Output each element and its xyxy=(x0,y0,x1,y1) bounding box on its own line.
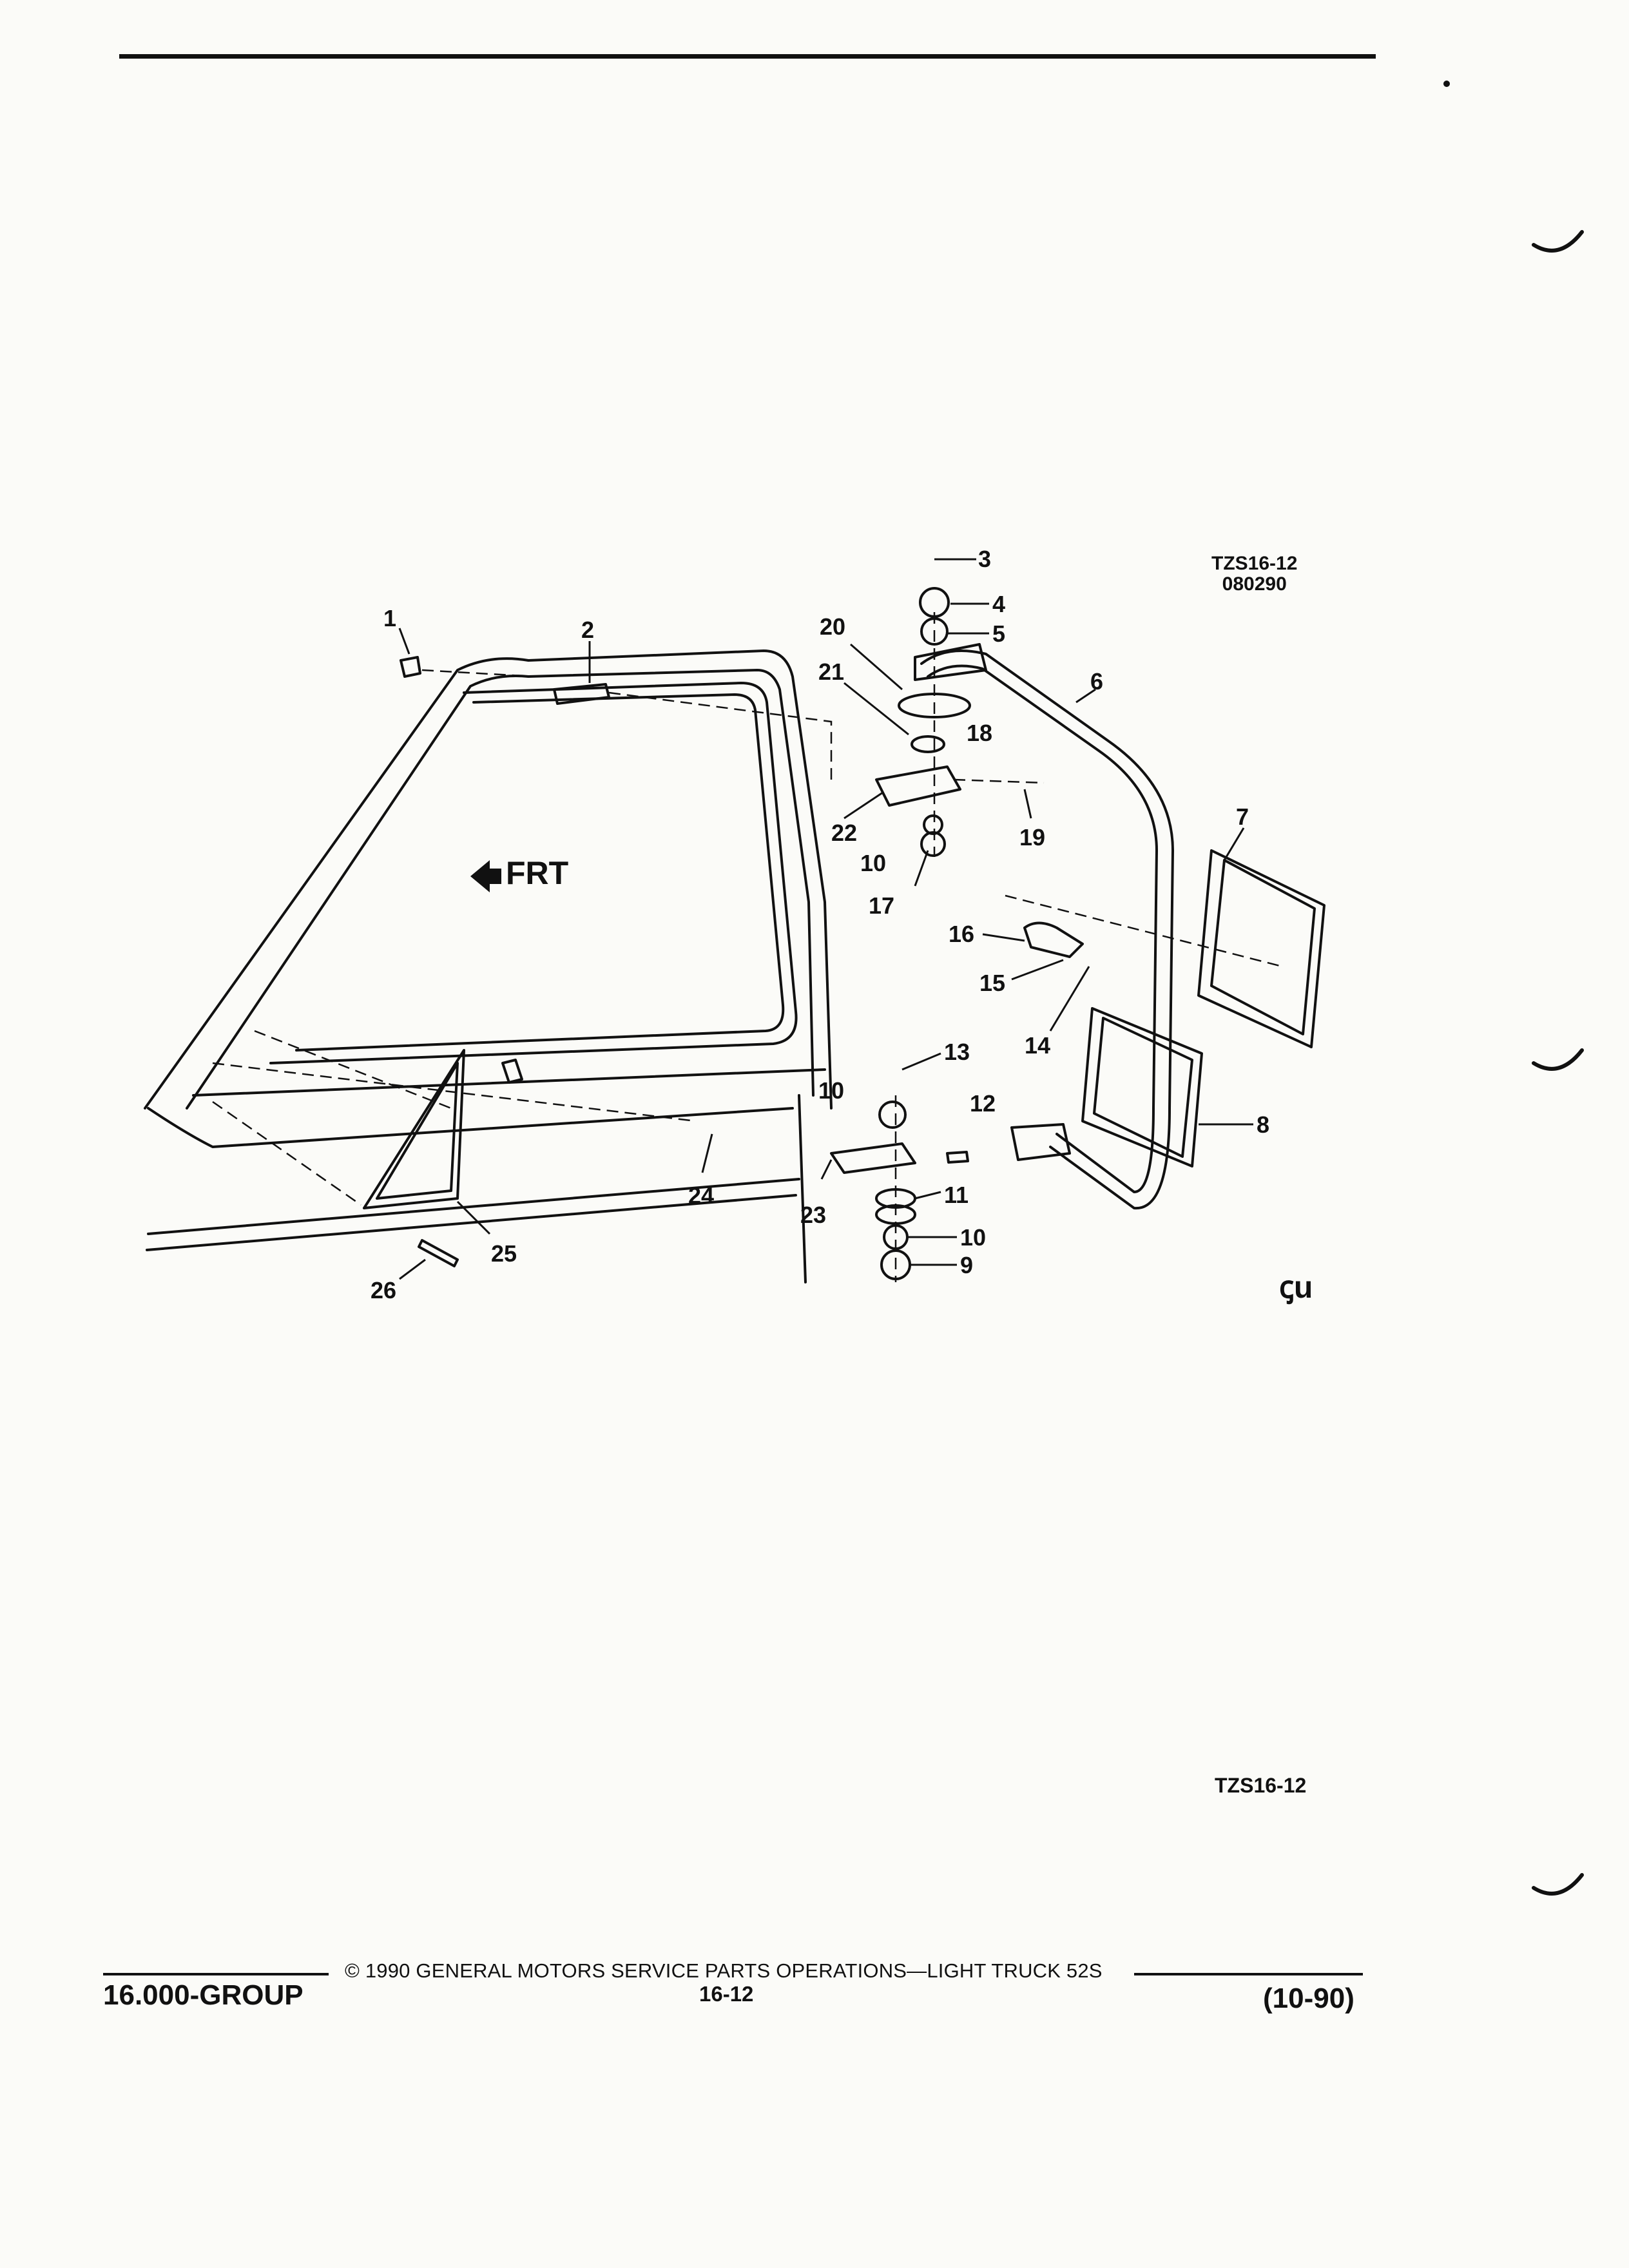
callout-line-14 xyxy=(1049,966,1090,1032)
leader-1 xyxy=(421,669,535,678)
callout-line-23 xyxy=(820,1159,833,1180)
callout-8: 8 xyxy=(1257,1111,1269,1138)
callout-line-21 xyxy=(843,682,909,736)
mirror-upper-mount xyxy=(914,643,987,681)
callout-11: 11 xyxy=(944,1182,969,1208)
leader-lower-front xyxy=(212,1062,697,1122)
vent-triangle xyxy=(363,1049,465,1209)
footer-rule-right xyxy=(1134,1973,1363,1975)
callout-13: 13 xyxy=(944,1039,970,1065)
upper-bracket xyxy=(553,683,610,705)
callout-line-15 xyxy=(1011,959,1064,981)
mirror-lower-mount xyxy=(1010,1123,1071,1161)
callout-line-22 xyxy=(843,791,883,820)
callout-line-13 xyxy=(901,1052,941,1071)
callout-5: 5 xyxy=(992,620,1005,647)
callout-15: 15 xyxy=(979,970,1005,996)
callout-25: 25 xyxy=(491,1240,517,1267)
callout-22: 22 xyxy=(831,820,857,846)
bolt-12 xyxy=(946,1151,969,1164)
window-glass-edge xyxy=(269,682,798,1064)
callout-2: 2 xyxy=(581,617,594,643)
callout-26: 26 xyxy=(371,1277,396,1303)
callout-line-1 xyxy=(398,628,410,655)
callout-18: 18 xyxy=(967,720,992,746)
callout-12: 12 xyxy=(970,1090,996,1117)
figure-id-block: TZS16-12 080290 xyxy=(1211,554,1297,594)
footer-rule-left xyxy=(103,1973,329,1975)
scan-binding-marks xyxy=(1532,230,1584,1896)
washer-10a xyxy=(923,814,943,835)
leader-16 xyxy=(1005,894,1283,968)
door-lower-line xyxy=(147,1178,800,1235)
leader-vent xyxy=(254,1030,452,1110)
callout-24: 24 xyxy=(688,1182,714,1209)
nut-17 xyxy=(920,831,946,857)
mirror-head-lower xyxy=(1081,1007,1203,1168)
footer-page-number: 16-12 xyxy=(699,1982,754,2006)
callout-10-upper: 10 xyxy=(860,850,886,876)
leader-2 xyxy=(608,691,833,780)
callout-21: 21 xyxy=(818,658,844,685)
callout-19: 19 xyxy=(1019,824,1045,850)
callout-line-11 xyxy=(914,1191,941,1200)
callout-4: 4 xyxy=(992,591,1005,617)
callout-line-25 xyxy=(456,1200,491,1235)
callout-line-26 xyxy=(399,1258,426,1280)
lower-hinge-bracket xyxy=(830,1142,916,1174)
vent-triangle-inner xyxy=(376,1062,459,1200)
footer-revision: (10-90) xyxy=(1263,1983,1354,2014)
door-bottom-line xyxy=(146,1194,797,1251)
frt-arrow-icon xyxy=(470,860,501,892)
callout-14: 14 xyxy=(1025,1032,1050,1059)
callout-3: 3 xyxy=(978,546,991,572)
mirror-head-upper xyxy=(1197,849,1325,1048)
door-rear-edge xyxy=(798,1094,807,1283)
callout-9: 9 xyxy=(960,1252,973,1278)
figure-id-top: TZS16-12 xyxy=(1211,553,1298,574)
washer-10b xyxy=(878,1100,907,1129)
callout-16: 16 xyxy=(949,921,974,947)
lower-front-bracket xyxy=(501,1059,523,1084)
mirror-clamp xyxy=(1023,921,1084,958)
door-frame-outer xyxy=(144,649,833,1110)
callout-line-6 xyxy=(1075,688,1096,704)
screw-26 xyxy=(418,1239,459,1267)
callout-line-17 xyxy=(914,850,929,887)
mirror-arm-upper-inner xyxy=(927,664,1158,1193)
callout-20: 20 xyxy=(820,613,845,640)
callout-7: 7 xyxy=(1236,803,1249,830)
callout-1: 1 xyxy=(383,605,396,631)
door-front-curve xyxy=(147,1107,794,1148)
upper-hinge-bracket xyxy=(875,765,961,807)
scan-dot xyxy=(1443,81,1450,87)
direction-label-frt: FRT xyxy=(506,855,569,891)
figure-date-code: 080290 xyxy=(1222,573,1287,595)
callout-10-lower-a: 10 xyxy=(818,1077,844,1104)
leader-vent-b xyxy=(212,1100,361,1206)
footer-group: 16.000-GROUP xyxy=(103,1979,304,2011)
callout-line-16 xyxy=(982,933,1025,942)
window-inner-edge xyxy=(295,693,785,1052)
callout-6: 6 xyxy=(1090,668,1103,695)
callout-line-24 xyxy=(701,1133,713,1173)
callout-23: 23 xyxy=(800,1202,826,1228)
callout-line-7 xyxy=(1223,827,1245,861)
callout-10-lower-b: 10 xyxy=(960,1224,986,1251)
top-rule xyxy=(119,54,1376,59)
callout-line-20 xyxy=(850,643,903,691)
figure-id-bottom: TZS16-12 xyxy=(1215,1774,1307,1797)
door-frame-mid xyxy=(186,669,815,1110)
mirror-head-lower-inner xyxy=(1093,1017,1193,1158)
footer-copyright: © 1990 GENERAL MOTORS SERVICE PARTS OPER… xyxy=(345,1959,1103,1982)
mirror-head-upper-inner xyxy=(1210,859,1316,1035)
mirror-arm-upper xyxy=(920,649,1174,1210)
fastener-1 xyxy=(400,656,421,678)
leader-18 xyxy=(953,778,1045,784)
logo-mark: ꞔu xyxy=(1279,1271,1313,1305)
callout-line-19 xyxy=(1023,789,1032,819)
washer-mid xyxy=(911,735,945,753)
callout-17: 17 xyxy=(869,892,894,919)
